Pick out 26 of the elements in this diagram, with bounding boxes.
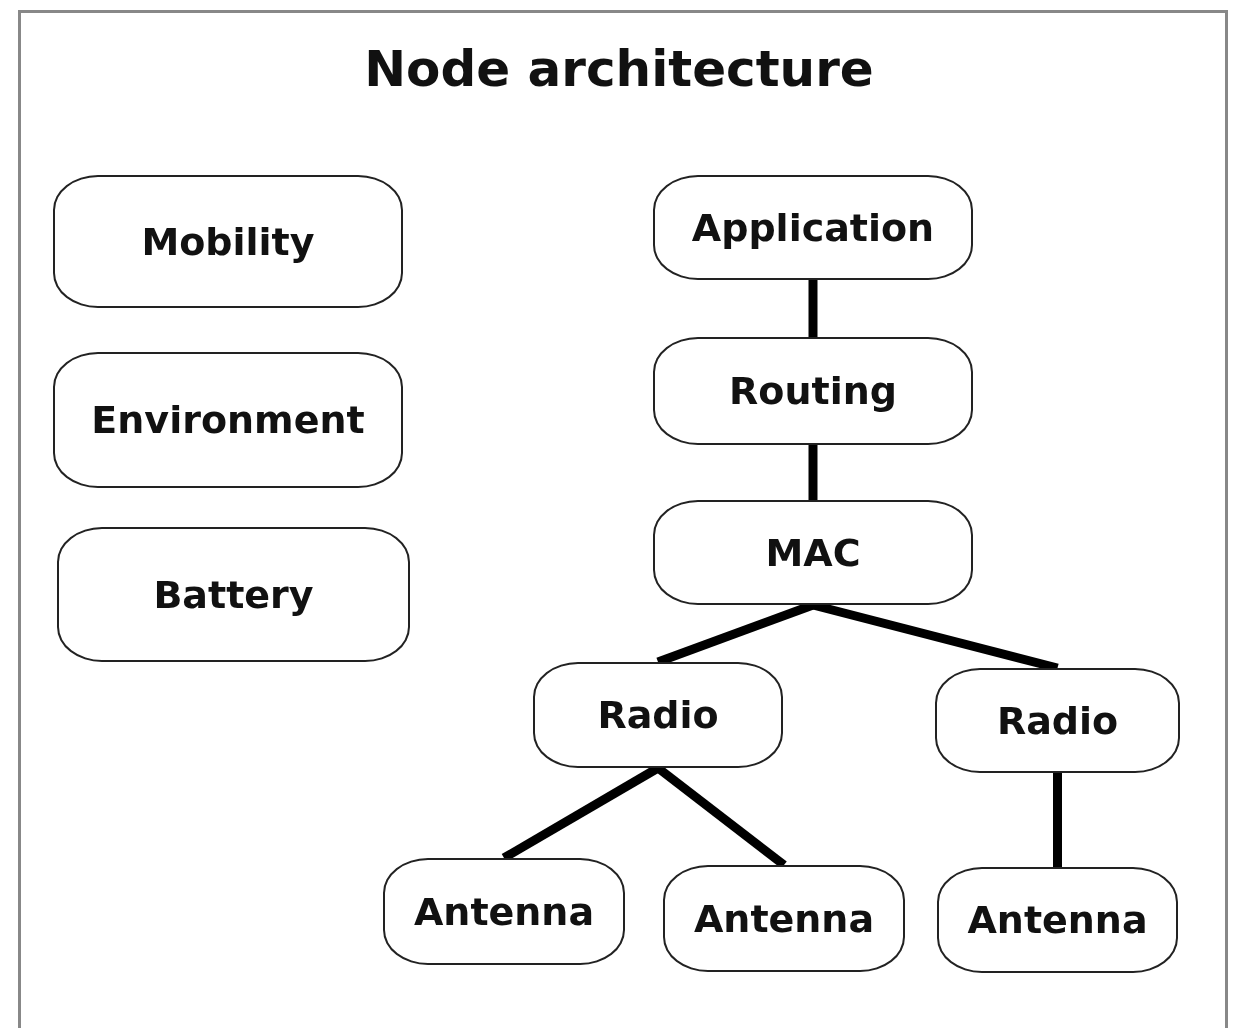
node-label: Radio bbox=[996, 698, 1119, 743]
connector-line bbox=[1053, 773, 1062, 867]
rounded-box bbox=[653, 337, 973, 445]
node-label: Antenna bbox=[413, 889, 595, 934]
rounded-box bbox=[533, 662, 783, 768]
rounded-box bbox=[935, 668, 1180, 773]
node-label: Routing bbox=[729, 369, 897, 413]
connector-line bbox=[808, 280, 818, 337]
node-label: Application bbox=[691, 205, 935, 250]
node-label: MAC bbox=[765, 530, 861, 575]
connector-line bbox=[808, 445, 818, 500]
rounded-box bbox=[383, 858, 625, 965]
node-label: Battery bbox=[153, 572, 314, 617]
rounded-box bbox=[53, 352, 403, 488]
rounded-box bbox=[653, 500, 973, 605]
rounded-box bbox=[57, 527, 410, 662]
rounded-box bbox=[937, 867, 1178, 973]
rounded-box bbox=[663, 865, 905, 972]
node-label: Antenna bbox=[693, 896, 875, 941]
node-label: Mobility bbox=[141, 219, 315, 264]
rounded-box bbox=[653, 175, 973, 280]
node-label: Environment bbox=[91, 398, 365, 442]
node-label: Antenna bbox=[967, 898, 1148, 942]
node-label: Radio bbox=[597, 693, 719, 737]
diagram-title: Node architecture bbox=[363, 40, 875, 98]
rounded-box bbox=[53, 175, 403, 308]
